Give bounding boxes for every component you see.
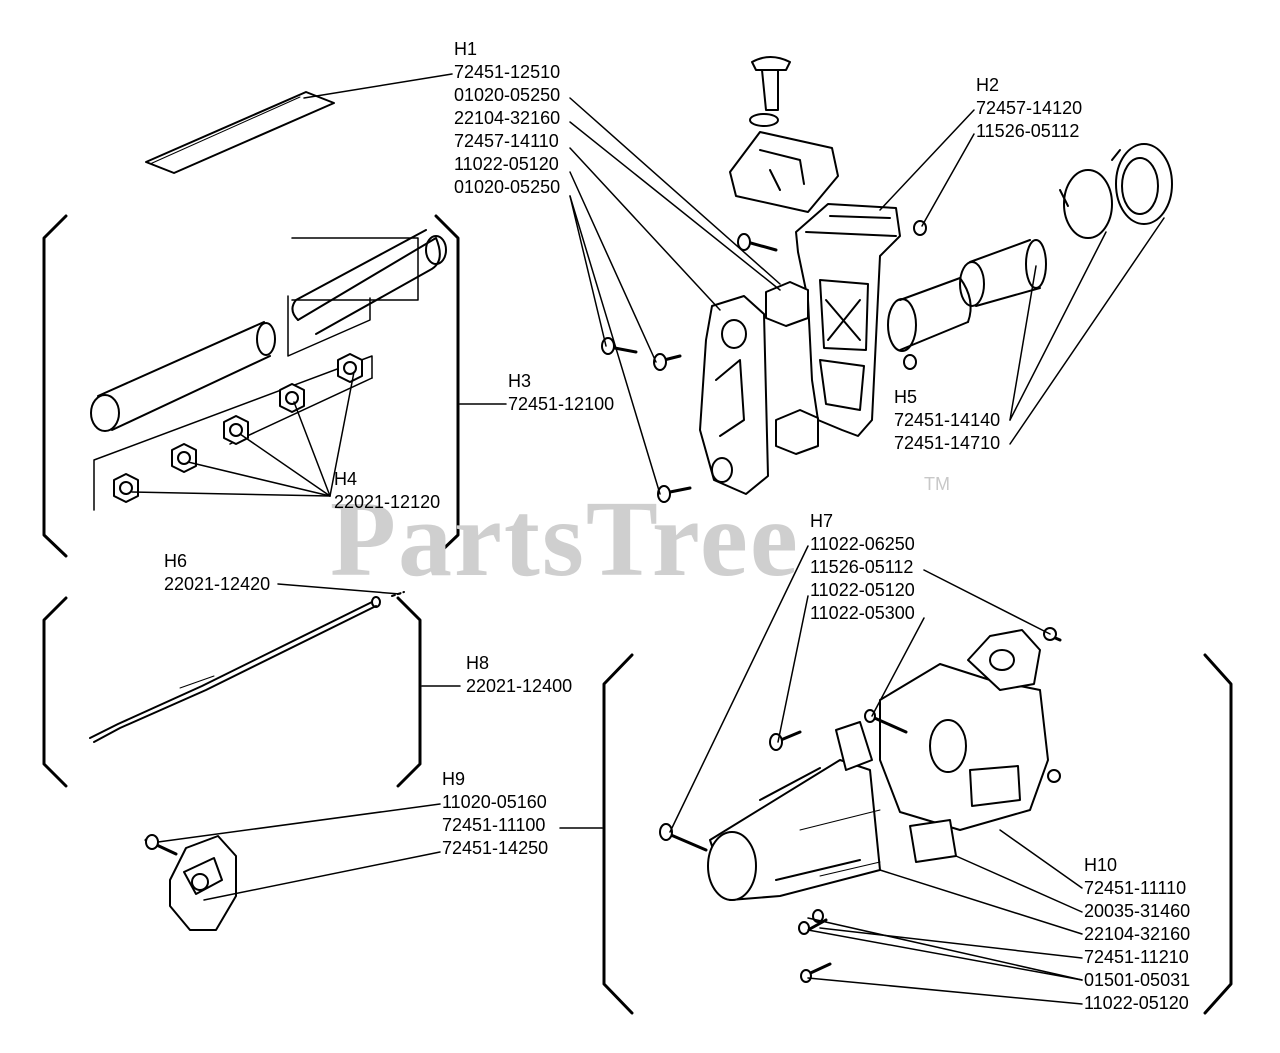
- callout-id: H1: [454, 39, 478, 59]
- callout-h10: H10 72451-11110 20035-31460 22104-32160 …: [1084, 854, 1190, 1015]
- part-number[interactable]: 11022-05120: [810, 580, 915, 600]
- part-number[interactable]: 22021-12400: [466, 676, 573, 696]
- callout-h6: H6 22021-12420: [164, 550, 270, 596]
- gear-case-assembly: [659, 627, 1062, 983]
- callout-h8: H8 22021-12400: [466, 652, 572, 698]
- part-number[interactable]: 22104-32160: [1084, 924, 1191, 944]
- part-number[interactable]: 22104-32160: [454, 108, 561, 128]
- handle-bracket-assembly: [601, 56, 1173, 503]
- part-number[interactable]: 20035-31460: [1084, 901, 1191, 921]
- callout-id: H4: [334, 469, 358, 489]
- part-number[interactable]: 11526-05112: [810, 557, 914, 577]
- part-number[interactable]: 01501-05031: [1084, 970, 1191, 990]
- part-number[interactable]: 72451-12510: [454, 62, 561, 82]
- spacer-nuts: [113, 353, 363, 503]
- part-number[interactable]: 01020-05250: [454, 85, 561, 105]
- callout-h2: H2 72457-14120 11526-05112: [976, 74, 1082, 143]
- callout-h3: H3 72451-12100: [508, 370, 614, 416]
- part-number[interactable]: 01020-05250: [454, 177, 561, 197]
- callout-id: H8: [466, 653, 490, 673]
- callout-h7: H7 11022-06250 11526-05112 11022-05120 1…: [810, 510, 915, 625]
- group-brackets: [42, 214, 1233, 1015]
- callout-h9: H9 11020-05160 72451-11100 72451-14250: [442, 768, 548, 860]
- part-number[interactable]: 11022-05120: [454, 154, 559, 174]
- callout-h4: H4 22021-12120: [334, 468, 440, 514]
- decal-strip: [145, 91, 335, 174]
- part-number[interactable]: 11022-06250: [810, 534, 915, 554]
- trademark-mark: TM: [924, 474, 950, 494]
- part-number[interactable]: 72451-14250: [442, 838, 549, 858]
- callout-id: H5: [894, 387, 918, 407]
- part-number[interactable]: 11020-05160: [442, 792, 547, 812]
- part-number[interactable]: 72457-14110: [454, 131, 559, 151]
- throttle-cable: [89, 591, 405, 743]
- leader-lines: [131, 73, 1165, 1005]
- callout-id: H10: [1084, 855, 1118, 875]
- part-number[interactable]: 11526-05112: [976, 121, 1080, 141]
- part-number[interactable]: 72451-11100: [442, 815, 546, 835]
- part-number[interactable]: 72451-11110: [1084, 878, 1187, 898]
- part-number[interactable]: 72457-14120: [976, 98, 1083, 118]
- part-number[interactable]: 22021-12120: [334, 492, 441, 512]
- part-number[interactable]: 72451-14140: [894, 410, 1001, 430]
- watermark: PartsTree: [330, 480, 800, 599]
- part-number[interactable]: 72451-14710: [894, 433, 1001, 453]
- handle-tubes: [90, 229, 447, 511]
- callout-id: H6: [164, 551, 188, 571]
- callout-id: H2: [976, 75, 1000, 95]
- part-number[interactable]: 11022-05120: [1084, 993, 1189, 1013]
- callout-h5: H5 72451-14140 72451-14710: [894, 386, 1000, 455]
- callout-id: H7: [810, 511, 834, 531]
- part-number[interactable]: 22021-12420: [164, 574, 271, 594]
- part-number[interactable]: 11022-05300: [810, 603, 915, 623]
- callout-h1: H1 72451-12510 01020-05250 22104-32160 7…: [454, 38, 560, 199]
- part-number[interactable]: 72451-11210: [1084, 947, 1189, 967]
- cable-clamp: [144, 834, 237, 931]
- callout-id: H3: [508, 371, 532, 391]
- part-number[interactable]: 72451-12100: [508, 394, 615, 414]
- callout-id: H9: [442, 769, 466, 789]
